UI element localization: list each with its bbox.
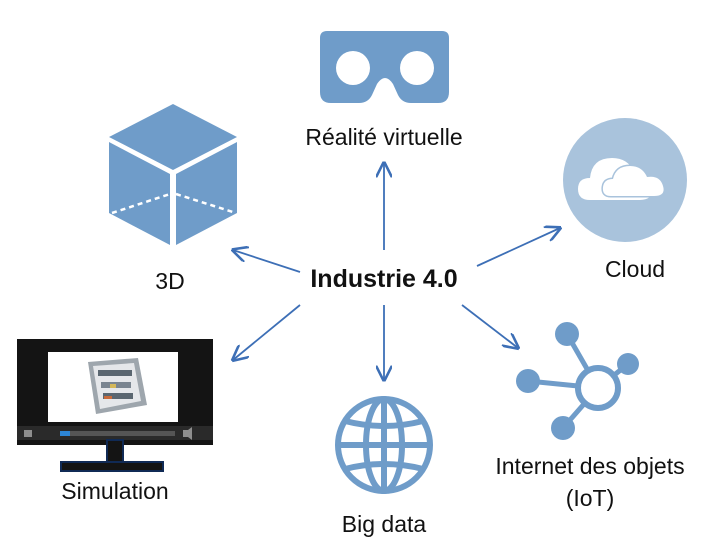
arrow-to-3d [233, 250, 301, 273]
cloud-icon [563, 118, 687, 242]
arrow-to-simulation [233, 304, 301, 360]
vr-headset-icon [320, 31, 449, 103]
network-nodes-icon [516, 322, 639, 440]
node-label-bigdata: Big data [341, 511, 427, 537]
node-label-iot-line1: Internet des objets [495, 453, 685, 479]
node-label-cloud: Cloud [604, 256, 666, 282]
arrow-to-cloud [476, 228, 560, 267]
simulation-screen-image [88, 358, 147, 414]
node-label-3d: 3D [155, 268, 185, 294]
monitor-simulation-icon [17, 339, 213, 472]
node-label-simulation: Simulation [61, 478, 169, 504]
center-label: Industrie 4.0 [310, 265, 458, 293]
arrows [233, 163, 560, 380]
arrow-to-iot [461, 304, 518, 348]
cube-icon [109, 104, 237, 245]
node-label-iot-line2: (IoT) [565, 485, 615, 511]
node-label-vr: Réalité virtuelle [305, 124, 463, 150]
globe-icon [335, 396, 433, 494]
